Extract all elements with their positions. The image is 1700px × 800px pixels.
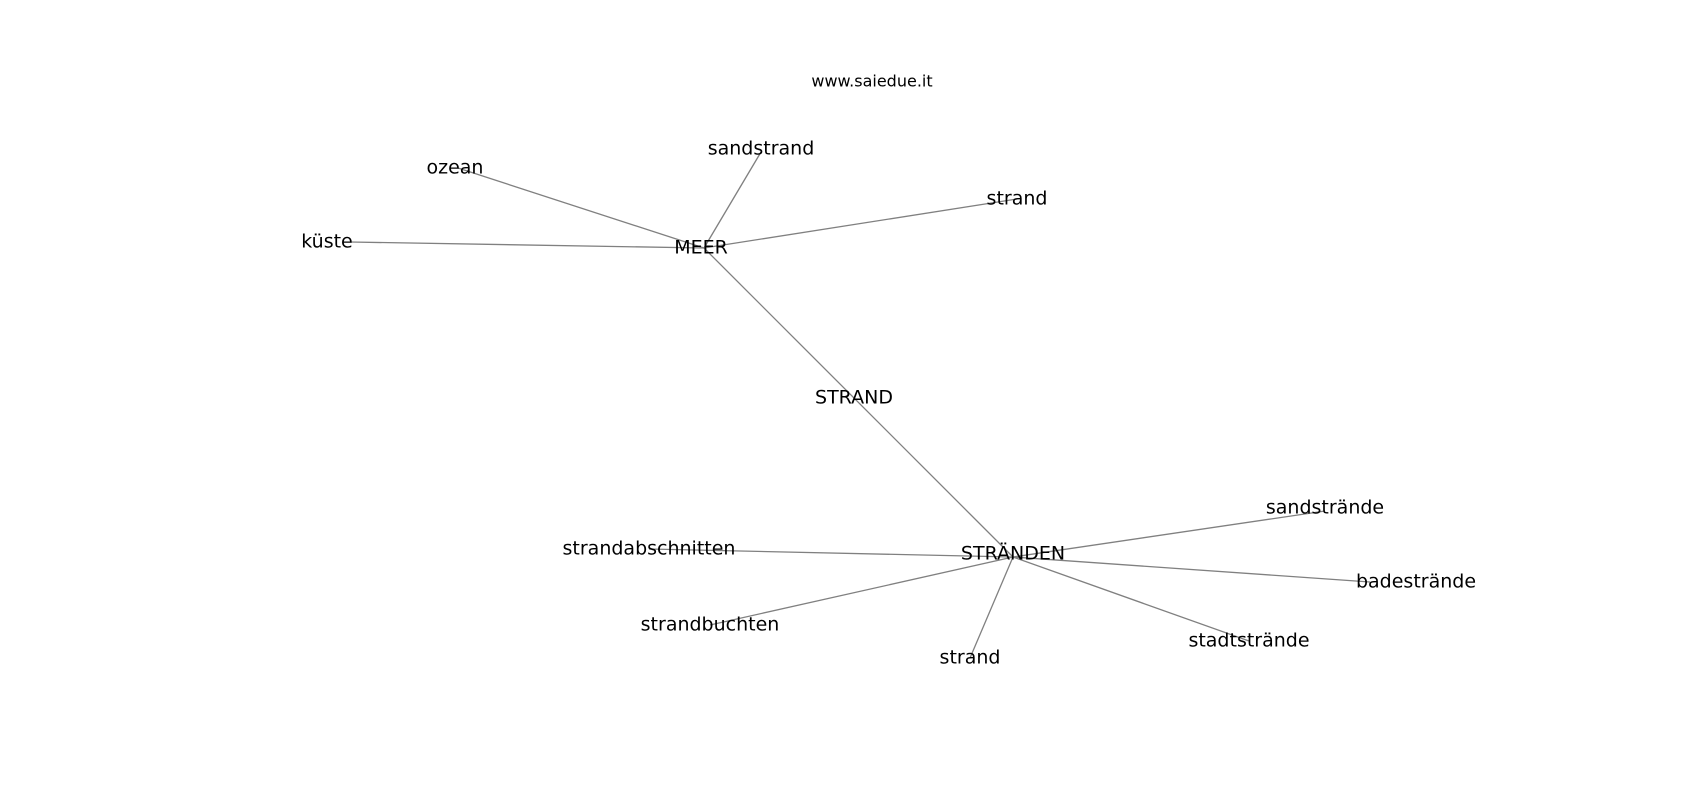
node-label-ozean: ozean bbox=[427, 157, 484, 179]
watermark-text: www.saiedue.it bbox=[811, 72, 932, 91]
edge-meer-strand_a bbox=[703, 198, 1018, 249]
node-label-meer: MEER bbox=[674, 237, 728, 259]
node-label-kueste: küste bbox=[301, 231, 353, 253]
graph-node-labels: MEERsandstrandozeanküstestrandSTRANDSTRÄ… bbox=[301, 138, 1476, 669]
graph-edges bbox=[349, 151, 1371, 659]
edge-straenden-strandbuchten bbox=[709, 556, 1014, 626]
node-label-sandstrand: sandstrand bbox=[708, 138, 815, 160]
edge-meer-ozean bbox=[457, 167, 705, 249]
edge-straenden-sandstraende bbox=[1012, 510, 1326, 558]
edge-meer-sandstrand bbox=[703, 151, 762, 249]
node-label-sandstraende: sandstrände bbox=[1266, 497, 1384, 519]
node-label-strandabschnitten: strandabschnitten bbox=[563, 538, 736, 560]
edge-straenden-strand_b bbox=[969, 556, 1014, 659]
edge-meer-straenden bbox=[703, 247, 1014, 558]
edge-straenden-stadtstraende bbox=[1012, 556, 1250, 642]
node-label-strand_b: strand bbox=[940, 647, 1001, 669]
edge-straenden-strandabschnitten bbox=[648, 548, 1014, 558]
edge-meer-kueste bbox=[349, 241, 705, 249]
edge-straenden-badestraende bbox=[1012, 556, 1371, 583]
node-label-strand_center: STRAND bbox=[815, 387, 893, 409]
node-label-straenden: STRÄNDEN bbox=[961, 542, 1065, 565]
node-label-stadtstraende: stadtstrände bbox=[1188, 630, 1309, 652]
node-label-badestraende: badestrände bbox=[1356, 571, 1476, 593]
node-label-strandbuchten: strandbuchten bbox=[641, 614, 780, 636]
node-label-strand_a: strand bbox=[987, 188, 1048, 210]
